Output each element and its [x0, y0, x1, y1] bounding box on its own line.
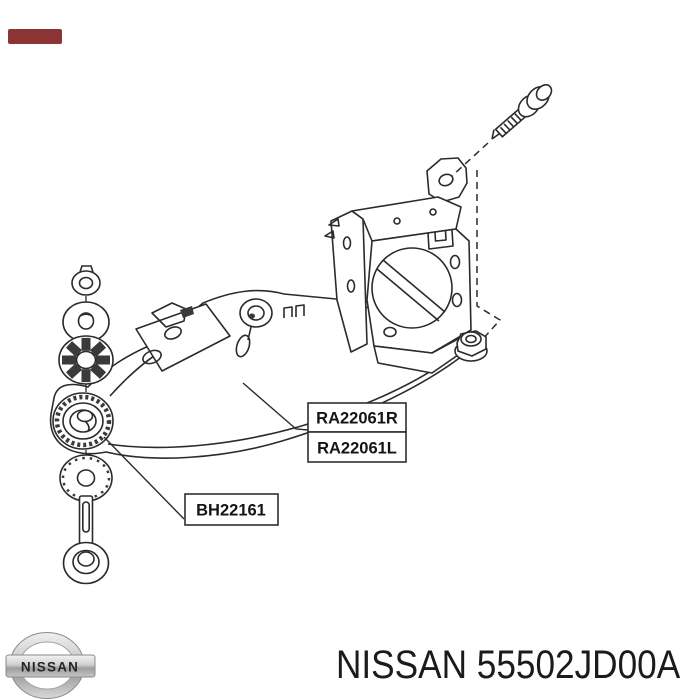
- scalloped-washer: [59, 454, 113, 502]
- arm-bushing-boss: [239, 298, 273, 328]
- nissan-logo-bar: [5, 654, 96, 678]
- part-title-group: NISSAN 55502JD00A: [336, 642, 681, 687]
- part-number-title: NISSAN 55502JD00A: [336, 642, 681, 687]
- upper-bolt-drawing: [491, 84, 553, 140]
- callout-text-ra-l: RA22061L: [317, 440, 397, 458]
- hex-nut-drawing: [454, 330, 488, 362]
- star-bushing: [58, 335, 114, 385]
- nissan-logo: NISSAN: [5, 632, 96, 699]
- red-banner-fragment: [8, 29, 62, 44]
- callout-box-ra-l: [307, 431, 407, 463]
- nissan-logo-text: NISSAN: [21, 660, 79, 675]
- small-washer: [71, 270, 101, 296]
- arm-bushing-eye: [52, 392, 114, 450]
- callout-leader-lines: [103, 382, 309, 520]
- callout-labels: RA22061R RA22061L BH22161: [184, 402, 407, 526]
- bracket-top-tab: [426, 157, 468, 203]
- callout-box-bh: [184, 493, 279, 526]
- lower-bolt: [62, 495, 110, 585]
- callout-box-ra-r: [307, 402, 407, 433]
- bracket-large-bore: [371, 247, 453, 329]
- callout-text-ra-r: RA22061R: [316, 410, 398, 428]
- bushing-kit-stack: [52, 265, 114, 585]
- assembly-dashed-lines: [451, 142, 502, 342]
- callout-text-bh: BH22161: [196, 502, 266, 520]
- mounting-bracket-drawing: [324, 157, 472, 374]
